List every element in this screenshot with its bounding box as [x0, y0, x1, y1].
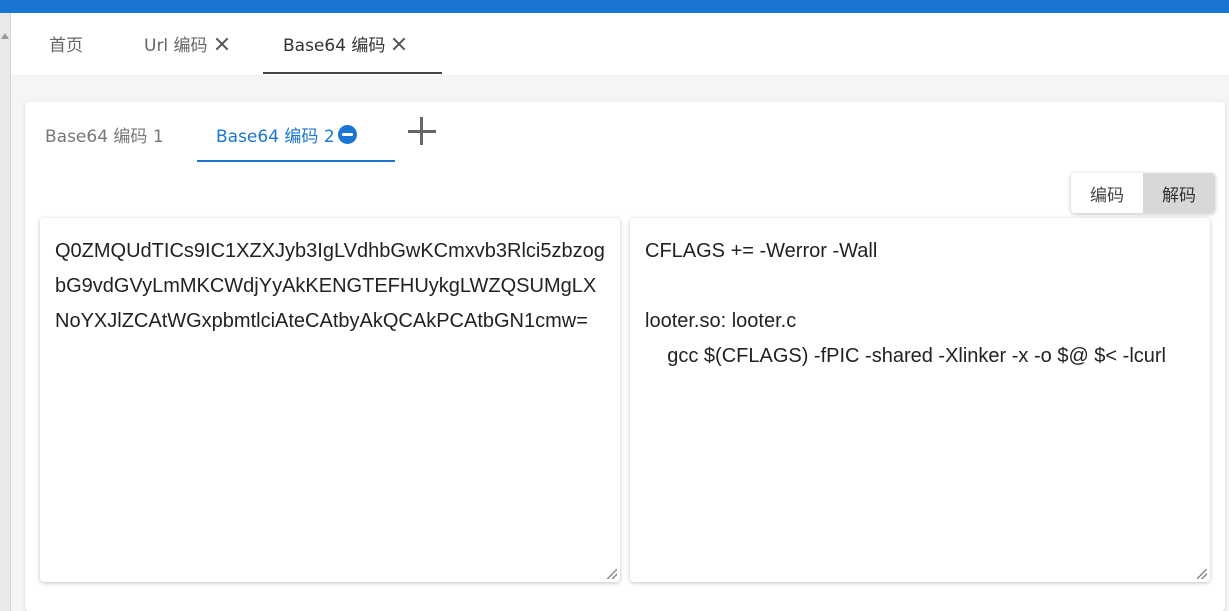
tab-label: 首页 [49, 36, 83, 56]
close-icon[interactable] [214, 36, 230, 52]
tab-url-encode[interactable]: Url 编码 [144, 13, 230, 74]
sub-tab-label: Base64 编码 1 [45, 126, 164, 147]
output-textarea[interactable]: CFLAGS += -Werror -Wall looter.so: loote… [630, 218, 1210, 582]
resize-grip-icon[interactable] [1197, 569, 1207, 579]
remove-tab-icon[interactable] [337, 124, 357, 144]
sub-tab-base64-1[interactable]: Base64 编码 1 [45, 119, 164, 149]
tab-label: Url 编码 [144, 36, 208, 56]
output-text: CFLAGS += -Werror -Wall looter.so: loote… [645, 240, 1166, 367]
sub-tab-base64-2[interactable]: Base64 编码 2 [216, 119, 357, 149]
input-textarea[interactable]: Q0ZMQUdTICs9IC1XZXJyb3IgLVdhbGwKCmxvb3Rl… [40, 218, 620, 582]
active-tab-indicator [263, 72, 442, 74]
base64-card: Base64 编码 1 Base64 编码 2 编码 解码 Q0ZMQUdTIC… [25, 102, 1225, 611]
tab-home[interactable]: 首页 [49, 13, 83, 74]
decode-button[interactable]: 解码 [1143, 173, 1215, 213]
main-tab-bar: 首页 Url 编码 Base64 编码 [11, 13, 1229, 75]
active-sub-tab-indicator [197, 160, 395, 162]
mode-toggle: 编码 解码 [1071, 173, 1215, 213]
encode-button[interactable]: 编码 [1071, 173, 1143, 213]
left-scrollbar[interactable] [0, 13, 11, 611]
tab-label: Base64 编码 [283, 36, 386, 56]
input-text: Q0ZMQUdTICs9IC1XZXJyb3IgLVdhbGwKCmxvb3Rl… [55, 240, 605, 332]
scroll-up-icon[interactable] [1, 33, 9, 39]
resize-grip-icon[interactable] [607, 569, 617, 579]
add-tab-icon[interactable] [406, 115, 438, 147]
sub-tab-label: Base64 编码 2 [216, 126, 335, 147]
close-icon[interactable] [391, 36, 407, 52]
tab-base64-encode[interactable]: Base64 编码 [283, 13, 407, 74]
window-top-bar [0, 0, 1229, 13]
